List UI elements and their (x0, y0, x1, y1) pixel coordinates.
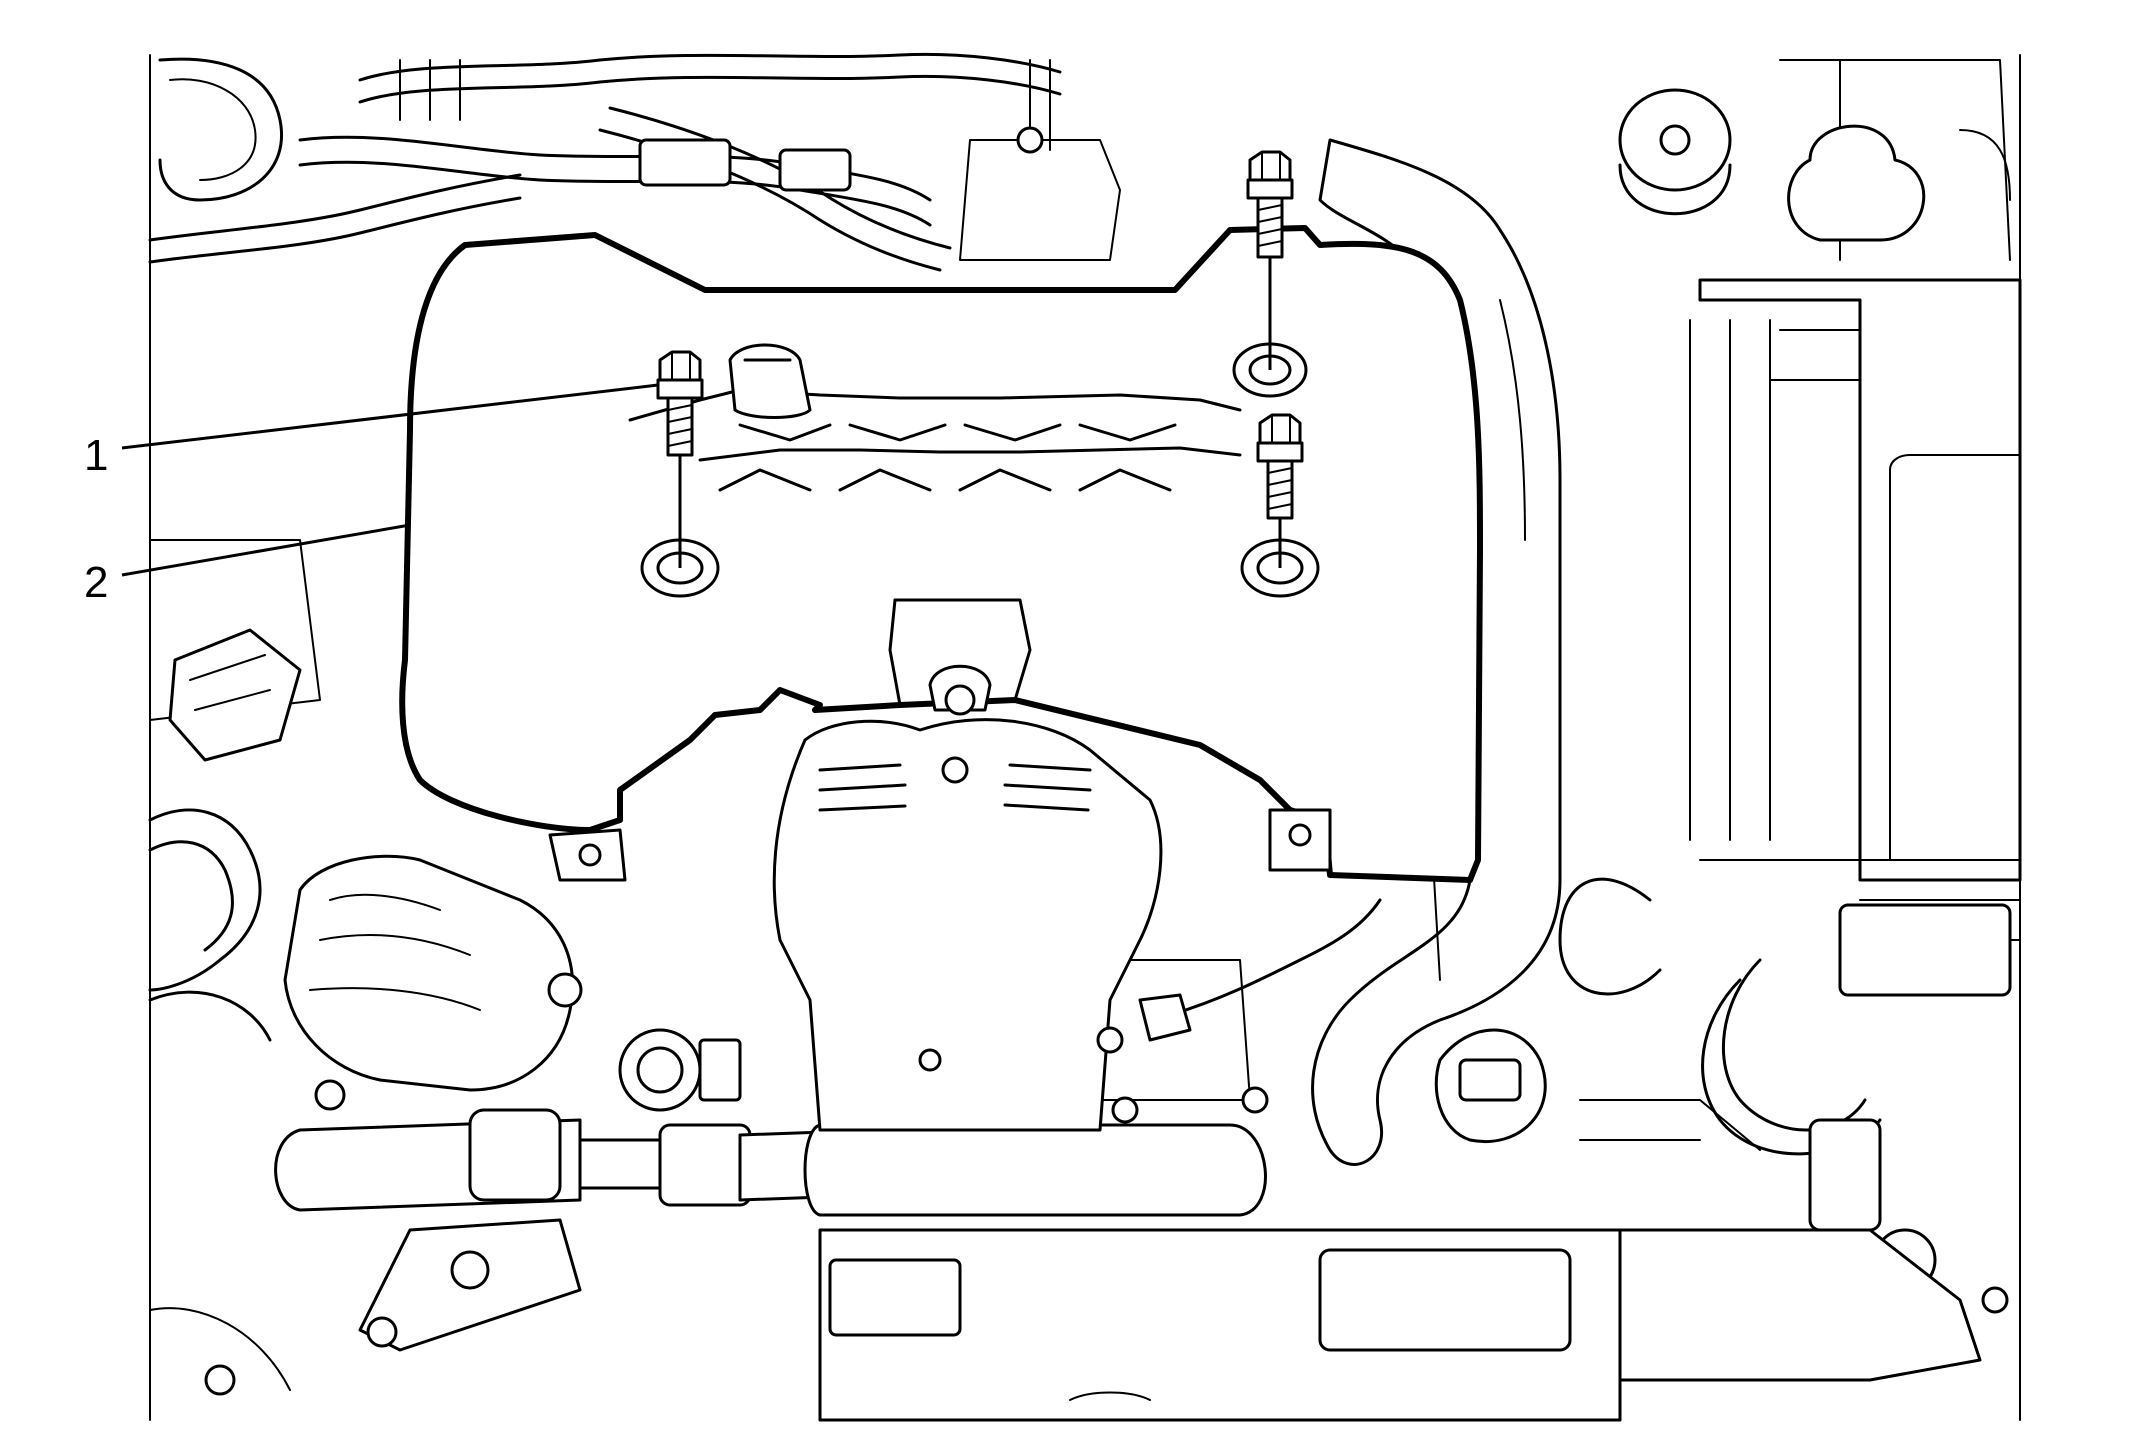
engine-cover-bolts (656, 150, 1304, 568)
callout-2-number: 2 (84, 558, 108, 607)
exhaust-heat-shield (772, 718, 1163, 1132)
callout-1-number: 1 (84, 431, 108, 480)
callout-2: 2 (84, 523, 411, 607)
engine-bay-background (148, 52, 2022, 1422)
callout-2-leader (121, 523, 411, 577)
engine-cover-bolt-front-right (1256, 413, 1304, 568)
engine-cover-bolt-rear-right (1246, 150, 1294, 370)
engine-cover-bolt-left (656, 350, 704, 568)
callout-1: 1 (84, 383, 659, 480)
callout-1-leader (121, 383, 659, 450)
